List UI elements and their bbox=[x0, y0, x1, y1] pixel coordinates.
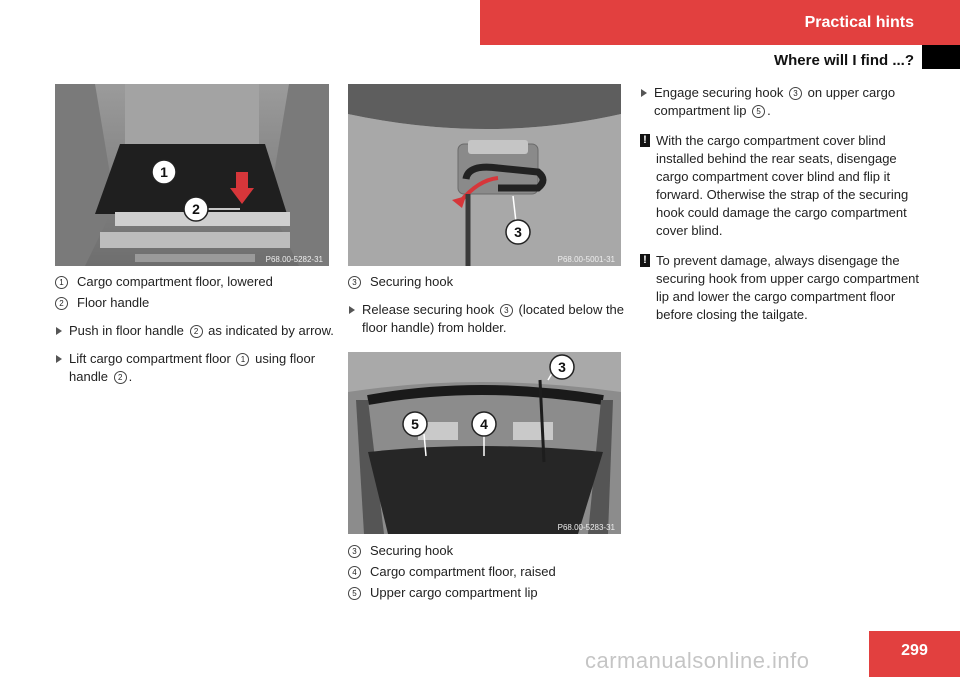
legend-text: Cargo compartment floor, raised bbox=[370, 564, 556, 579]
column-2-bottom: 3 Securing hook 4 Cargo compartment floo… bbox=[348, 542, 628, 605]
callout-1 bbox=[151, 159, 177, 185]
legend-text: Floor handle bbox=[77, 295, 150, 310]
step-arrow-icon bbox=[349, 306, 355, 314]
step-arrow-icon bbox=[56, 327, 62, 335]
legend-text: Securing hook bbox=[370, 543, 454, 558]
legend-text: Securing hook bbox=[370, 274, 454, 289]
step-arrow-icon bbox=[56, 355, 62, 363]
release-arrow-icon bbox=[452, 196, 466, 208]
item-number: 3 bbox=[348, 276, 361, 289]
image-ref: P68.00-5283-31 bbox=[557, 523, 615, 532]
legend-item: 2 Floor handle bbox=[55, 294, 335, 312]
step-text: Engage securing hook 3 on upper cargo co… bbox=[654, 85, 896, 118]
push-arrow-shaft bbox=[236, 172, 248, 190]
callout-3 bbox=[505, 219, 531, 245]
instruction-step: Push in floor handle 2 as indicated by a… bbox=[55, 322, 335, 340]
legend-text: Upper cargo compartment lip bbox=[370, 585, 538, 600]
legend-item: 1 Cargo compartment floor, lowered bbox=[55, 273, 335, 291]
legend-item: 5 Upper cargo compartment lip bbox=[348, 584, 628, 602]
image-ref: P68.00-5282-31 bbox=[265, 255, 323, 264]
page-number: 299 bbox=[869, 631, 960, 677]
step-text: Push in floor handle 2 as indicated by a… bbox=[69, 323, 334, 338]
svg-text:1: 1 bbox=[160, 164, 168, 180]
note-text: To prevent damage, always disengage the … bbox=[656, 253, 920, 322]
legend-item: 3 Securing hook bbox=[348, 273, 628, 291]
image-ref: P68.00-5001-31 bbox=[557, 255, 615, 264]
svg-text:3: 3 bbox=[558, 359, 566, 375]
callout-2 bbox=[183, 196, 209, 222]
section-header: Practical hints bbox=[480, 0, 960, 45]
instruction-step: Release securing hook 3 (located below t… bbox=[348, 301, 628, 337]
svg-text:2: 2 bbox=[192, 201, 200, 217]
photo-cargo-floor-lowered: 1 2 P68.00-5282-31 bbox=[55, 84, 329, 266]
step-arrow-icon bbox=[641, 89, 647, 97]
callout-3 bbox=[549, 354, 575, 380]
item-number: 2 bbox=[55, 297, 68, 310]
push-arrow-icon bbox=[230, 188, 254, 204]
item-number: 3 bbox=[348, 545, 361, 558]
note-text: With the cargo compartment cover blind i… bbox=[656, 133, 909, 238]
svg-text:5: 5 bbox=[411, 416, 419, 432]
photo-securing-hook: 3 P68.00-5001-31 bbox=[348, 84, 621, 266]
svg-text:3: 3 bbox=[514, 224, 522, 240]
header-tab-marker bbox=[922, 45, 960, 69]
legend-text: Cargo compartment floor, lowered bbox=[77, 274, 273, 289]
svg-text:4: 4 bbox=[480, 416, 488, 432]
watermark: carmanualsonline.info bbox=[585, 648, 810, 673]
instruction-step: Lift cargo compartment floor 1 using flo… bbox=[55, 350, 335, 386]
column-1: 1 Cargo compartment floor, lowered 2 Flo… bbox=[55, 273, 335, 386]
warning-icon: ! bbox=[640, 134, 650, 147]
warning-note: ! With the cargo compartment cover blind… bbox=[640, 132, 920, 240]
section-title: Practical hints bbox=[804, 14, 914, 31]
item-number: 1 bbox=[55, 276, 68, 289]
callout-4 bbox=[471, 411, 497, 437]
warning-icon: ! bbox=[640, 254, 650, 267]
instruction-step: Engage securing hook 3 on upper cargo co… bbox=[640, 84, 920, 120]
warning-note: ! To prevent damage, always disengage th… bbox=[640, 252, 920, 324]
item-number: 5 bbox=[348, 587, 361, 600]
legend-item: 3 Securing hook bbox=[348, 542, 628, 560]
step-text: Lift cargo compartment floor 1 using flo… bbox=[69, 351, 316, 384]
legend-item: 4 Cargo compartment floor, raised bbox=[348, 563, 628, 581]
step-text: Release securing hook 3 (located below t… bbox=[362, 302, 625, 335]
photo-cargo-floor-raised: 3 5 4 P68.00-5283-31 bbox=[348, 352, 621, 534]
item-number: 4 bbox=[348, 566, 361, 579]
column-3: Engage securing hook 3 on upper cargo co… bbox=[640, 74, 920, 324]
callout-5 bbox=[402, 411, 428, 437]
column-2-top: 3 Securing hook Release securing hook 3 … bbox=[348, 273, 628, 337]
page-subtitle: Where will I find ...? bbox=[773, 52, 914, 69]
